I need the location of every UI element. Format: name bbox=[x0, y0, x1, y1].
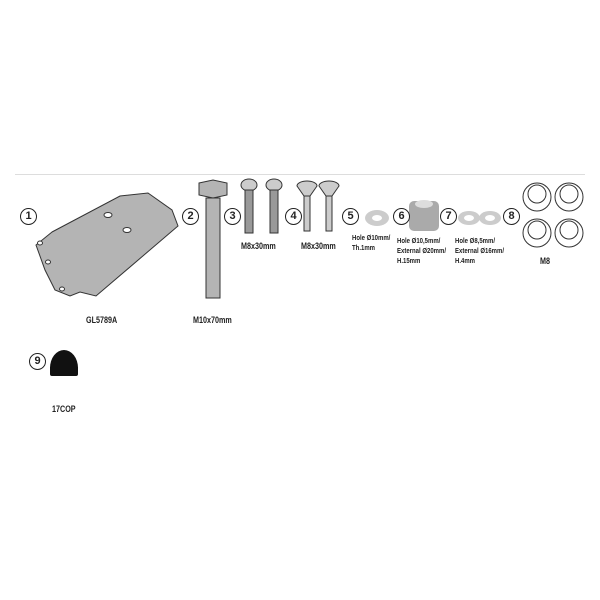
bracket-plate bbox=[35, 192, 179, 297]
washer bbox=[365, 210, 389, 226]
label-line: H.15mm bbox=[397, 256, 421, 265]
part-label-4: M8x30mm bbox=[301, 241, 336, 251]
part-label-7: Hole Ø8,5mm/ External Ø16mm/ H.4mm bbox=[455, 236, 504, 266]
part-number-8: 8 bbox=[503, 208, 520, 225]
label-line: Hole Ø8,5mm/ bbox=[455, 236, 496, 245]
divider-line bbox=[15, 174, 585, 175]
label-line: External Ø20mm/ bbox=[397, 246, 447, 255]
label-line: Th.1mm bbox=[352, 243, 376, 252]
cap-nut bbox=[50, 350, 78, 376]
part-label-1: GL5789A bbox=[86, 315, 118, 325]
flange-nuts bbox=[522, 182, 584, 248]
part-number-1: 1 bbox=[20, 208, 37, 225]
part-label-2: M10x70mm bbox=[193, 315, 232, 325]
part-number-5: 5 bbox=[342, 208, 359, 225]
label-line: External Ø16mm/ bbox=[455, 246, 505, 255]
part-label-3: M8x30mm bbox=[241, 241, 276, 251]
part-number-9: 9 bbox=[29, 353, 46, 370]
part-label-6: Hole Ø10,5mm/ External Ø20mm/ H.15mm bbox=[397, 236, 446, 266]
part-label-8: M8 bbox=[540, 256, 551, 266]
countersunk-screws bbox=[296, 180, 340, 232]
part-number-7: 7 bbox=[440, 208, 457, 225]
part-number-2: 2 bbox=[182, 208, 199, 225]
part-number-6: 6 bbox=[393, 208, 410, 225]
part-number-3: 3 bbox=[224, 208, 241, 225]
bolt-m10x70 bbox=[198, 179, 228, 299]
label-line: H.4mm bbox=[455, 256, 476, 265]
spacer bbox=[409, 200, 439, 231]
label-line: Hole Ø10mm/ bbox=[352, 233, 391, 242]
part-number-4: 4 bbox=[285, 208, 302, 225]
button-head-screws bbox=[240, 178, 283, 234]
part-label-9: 17COP bbox=[52, 404, 76, 414]
part-label-5: Hole Ø10mm/ Th.1mm bbox=[352, 233, 390, 253]
label-line: Hole Ø10,5mm/ bbox=[397, 236, 441, 245]
washers-pair bbox=[458, 211, 501, 225]
